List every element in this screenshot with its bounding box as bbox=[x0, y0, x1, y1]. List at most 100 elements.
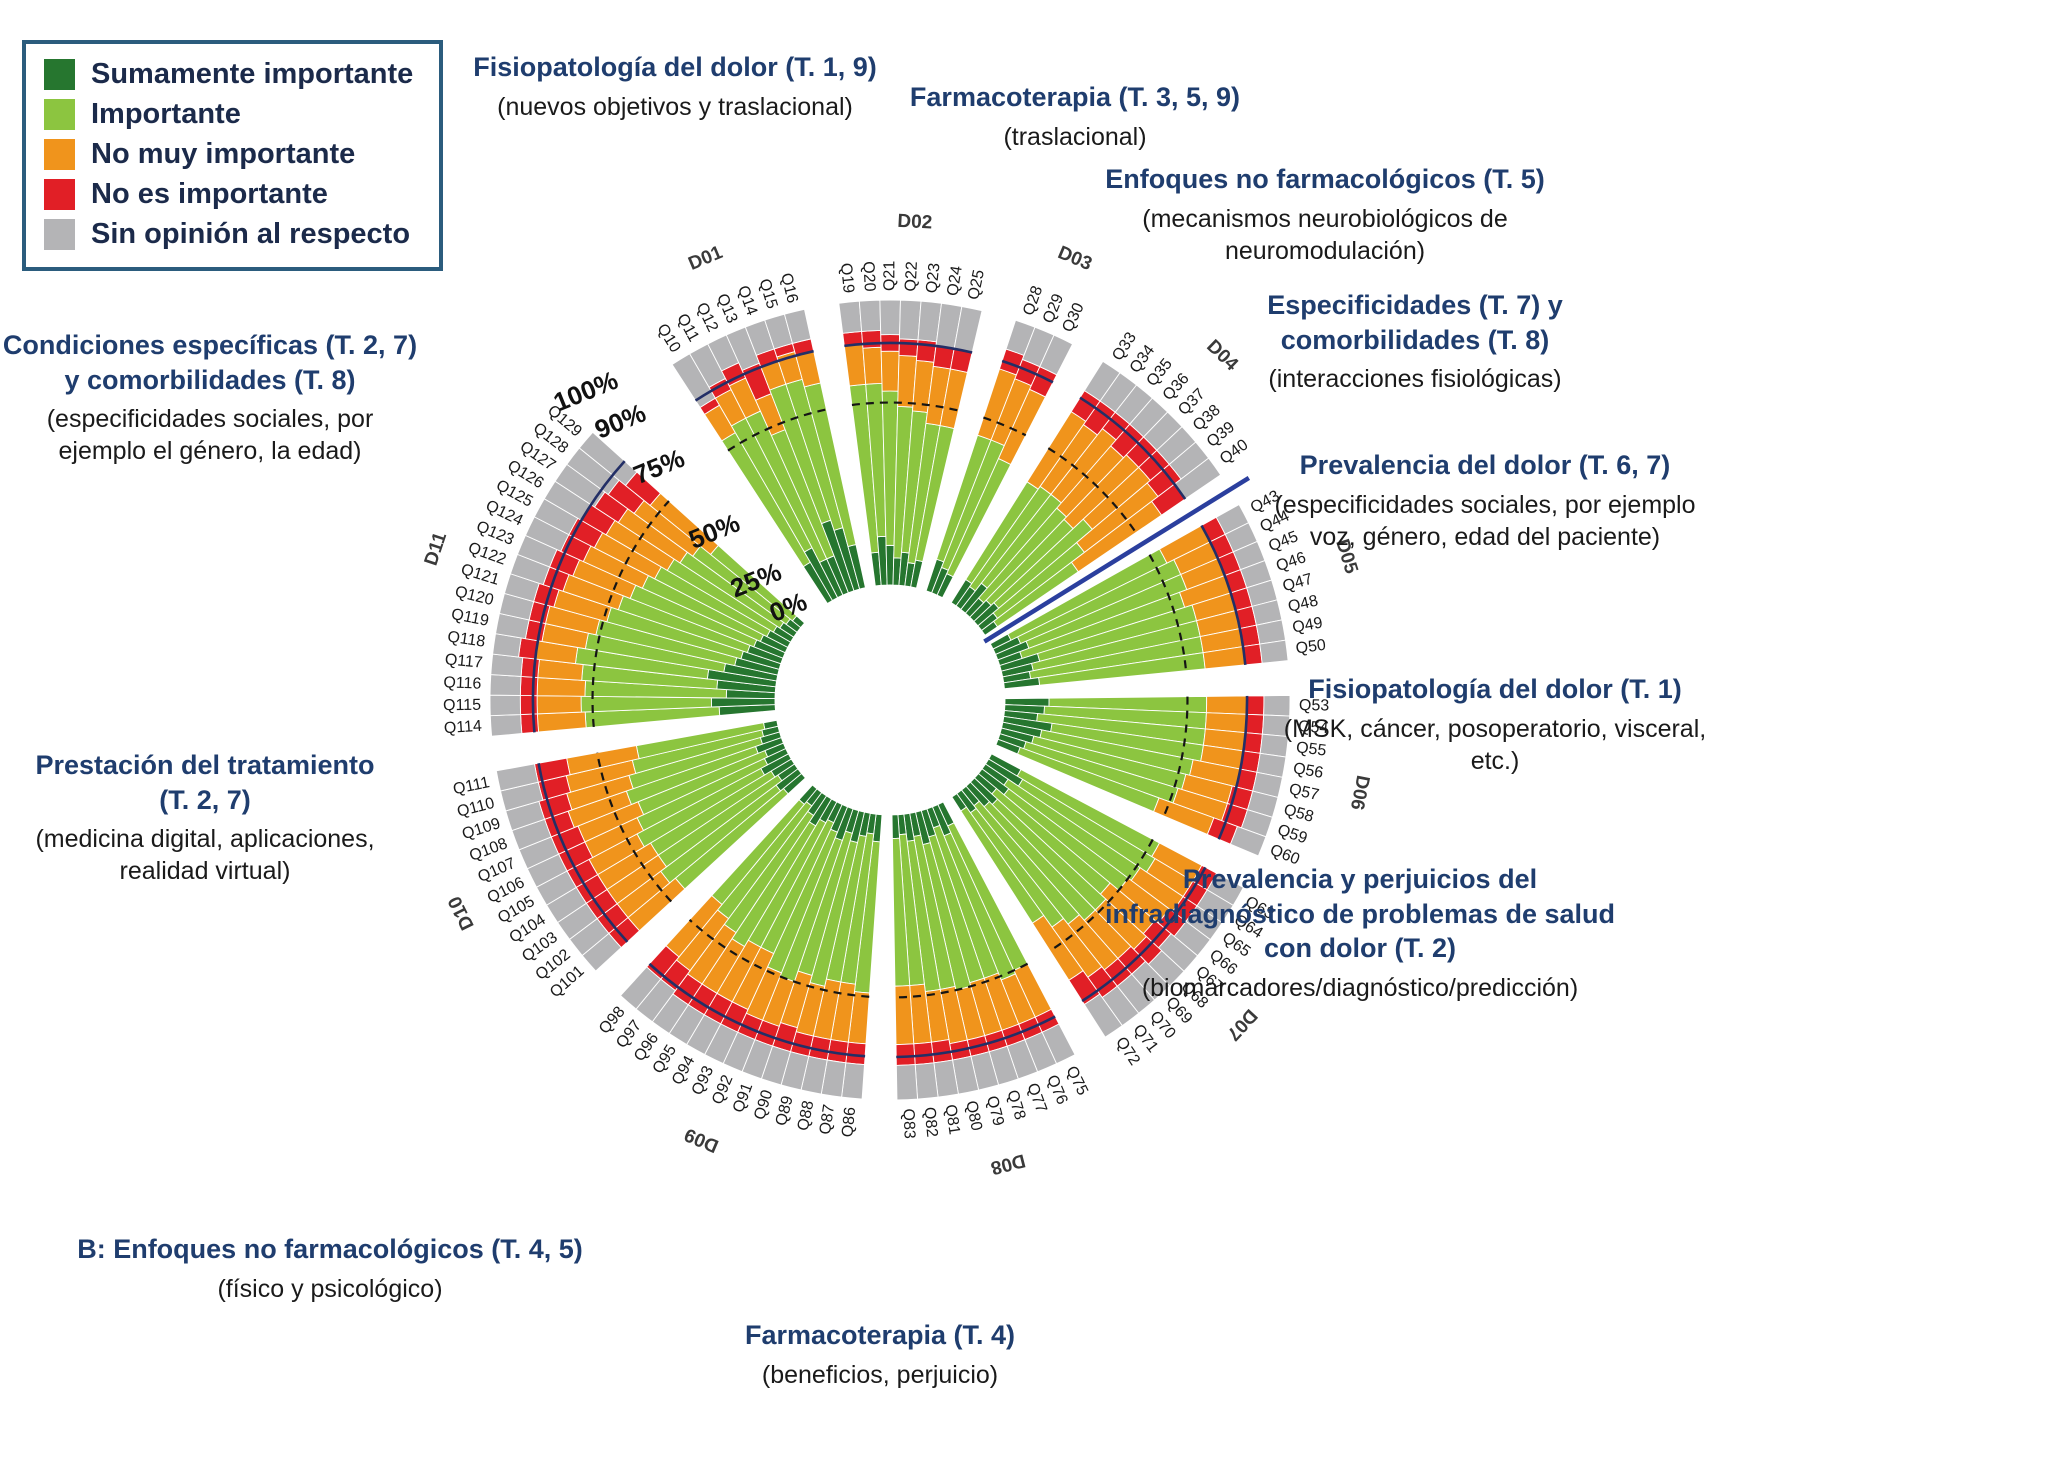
bar-segment bbox=[619, 966, 662, 1010]
legend-item: No es importante bbox=[44, 178, 413, 211]
question-label: Q81 bbox=[941, 1103, 962, 1135]
annotation-subtitle: (biomarcadores/diagnóstico/predicción) bbox=[1141, 973, 1579, 1002]
domain-label: D07 bbox=[1222, 1005, 1261, 1045]
question-label: Q22 bbox=[902, 261, 921, 292]
bar-segment bbox=[879, 299, 901, 336]
question-label: Q83 bbox=[899, 1108, 917, 1139]
gridline-90 bbox=[648, 962, 866, 1058]
bar-segment bbox=[898, 338, 919, 357]
question-label: Q50 bbox=[1295, 637, 1327, 658]
question-label: Q16 bbox=[777, 271, 801, 305]
legend-swatch-gray bbox=[44, 219, 75, 250]
bar-segment bbox=[489, 714, 523, 737]
legend-item: Importante bbox=[44, 98, 413, 131]
gridline-90 bbox=[1001, 359, 1054, 384]
annotation-especificidades-comorbilidades: Especificidades (T. 7) y comorbilidades … bbox=[1235, 288, 1595, 395]
bar-segment bbox=[1229, 825, 1267, 857]
question-label: Q90 bbox=[751, 1088, 776, 1122]
legend-label: Importante bbox=[91, 98, 241, 130]
question-label: Q49 bbox=[1291, 614, 1324, 636]
question-label: Q21 bbox=[881, 261, 898, 291]
bar-segment bbox=[862, 346, 883, 385]
annotation-fisiopatologia-t1-9: Fisiopatología del dolor (T. 1, 9) (nuev… bbox=[430, 50, 920, 123]
bar-segment bbox=[845, 1041, 867, 1066]
annotation-farmacoterapia-t4: Farmacoterapia (T. 4) (beneficios, perju… bbox=[700, 1318, 1060, 1391]
legend-label: No es importante bbox=[91, 178, 328, 210]
annotation-title: Condiciones específicas (T. 2, 7) y como… bbox=[2, 330, 418, 395]
annotation-title: Farmacoterapia (T. 4) bbox=[744, 1320, 1016, 1350]
bar-segment bbox=[913, 1041, 935, 1066]
question-label: Q79 bbox=[983, 1094, 1007, 1128]
bar-segment bbox=[520, 713, 540, 734]
gridline-75 bbox=[983, 416, 1027, 437]
bar-segment bbox=[1083, 993, 1123, 1038]
legend-swatch-light-green bbox=[44, 99, 75, 130]
bar-segment bbox=[536, 695, 582, 715]
annotation-title: Prevalencia y perjuicios del infradiagnó… bbox=[1104, 864, 1616, 964]
annotation-subtitle: (especificidades sociales, por ejemplo v… bbox=[1274, 490, 1696, 551]
annotation-title: Enfoques no farmacológicos (T. 5) bbox=[1105, 164, 1545, 194]
question-label: Q88 bbox=[795, 1099, 818, 1132]
question-label: Q87 bbox=[817, 1103, 838, 1136]
question-label: Q56 bbox=[1292, 760, 1325, 782]
bar-segment bbox=[898, 299, 922, 341]
gridline-90 bbox=[1200, 524, 1247, 665]
question-label: Q116 bbox=[443, 674, 482, 692]
legend-item: Sumamente importante bbox=[44, 58, 413, 91]
question-label: Q114 bbox=[443, 718, 482, 737]
question-label: Q119 bbox=[450, 606, 491, 630]
question-label: Q80 bbox=[962, 1099, 985, 1132]
gridline-75 bbox=[1162, 696, 1189, 817]
question-label: Q57 bbox=[1287, 781, 1320, 804]
legend-item: No muy importante bbox=[44, 138, 413, 171]
gridline-90 bbox=[537, 762, 629, 943]
gridline-90 bbox=[531, 460, 626, 733]
question-label: Q86 bbox=[839, 1106, 859, 1138]
annotation-title: Fisiopatología del dolor (T. 1, 9) bbox=[473, 52, 877, 82]
legend-swatch-red bbox=[44, 179, 75, 210]
gridline-75 bbox=[851, 401, 959, 412]
bar-segment bbox=[914, 1062, 939, 1100]
gridline-75 bbox=[591, 500, 670, 728]
annotation-subtitle: (medicina digital, aplicaciones, realida… bbox=[35, 825, 375, 886]
question-label: Q89 bbox=[773, 1094, 797, 1128]
bar-segment bbox=[519, 695, 538, 715]
gridline-75 bbox=[1148, 554, 1188, 671]
bar-segment bbox=[861, 329, 882, 349]
legend-item: Sin opinión al respecto bbox=[44, 218, 413, 251]
gridline-90 bbox=[694, 349, 814, 402]
annotation-b-enfoques-no-farmacologicos-t4-5: B: Enfoques no farmacológicos (T. 4, 5) … bbox=[40, 1232, 620, 1305]
annotation-subtitle: (mecanismos neurobiológicos de neuromodu… bbox=[1142, 204, 1508, 265]
question-label: Q20 bbox=[859, 261, 878, 292]
bar-segment bbox=[536, 711, 587, 733]
legend-box: Sumamente importante Importante No muy i… bbox=[22, 40, 444, 271]
domain-label: D03 bbox=[1055, 242, 1095, 275]
annotation-subtitle: (interacciones fisiológicas) bbox=[1268, 365, 1562, 394]
gridline-75 bbox=[727, 408, 827, 452]
bar-segment bbox=[520, 657, 540, 679]
bar-segment bbox=[1039, 334, 1074, 376]
bar-segment bbox=[1205, 695, 1248, 715]
bar-segment bbox=[519, 675, 539, 697]
question-label: Q111 bbox=[452, 774, 492, 798]
radial-tick-label: 75% bbox=[629, 443, 688, 490]
annotation-enfoques-no-farmacologicos-t5: Enfoques no farmacológicos (T. 5) (mecan… bbox=[1090, 162, 1560, 267]
question-label: Q58 bbox=[1282, 801, 1316, 826]
bar-segment bbox=[783, 308, 812, 344]
question-label: Q25 bbox=[965, 268, 988, 301]
annotation-subtitle: (traslacional) bbox=[1003, 122, 1147, 151]
legend-label: Sumamente importante bbox=[91, 58, 414, 90]
bar-segment bbox=[843, 343, 867, 387]
bar-segment bbox=[1245, 713, 1265, 735]
bar-segment bbox=[891, 814, 901, 839]
question-label: Q48 bbox=[1286, 592, 1319, 615]
legend-label: Sin opinión al respecto bbox=[91, 218, 411, 250]
domain-label: D11 bbox=[421, 529, 452, 568]
annotation-subtitle: (beneficios, perjuicio) bbox=[761, 1360, 999, 1389]
domain-label: D01 bbox=[685, 242, 726, 275]
question-label: Q82 bbox=[920, 1106, 940, 1138]
annotation-title: B: Enfoques no farmacológicos (T. 4, 5) bbox=[77, 1234, 583, 1264]
gridline-75 bbox=[688, 919, 870, 998]
bar-segment bbox=[495, 763, 539, 792]
